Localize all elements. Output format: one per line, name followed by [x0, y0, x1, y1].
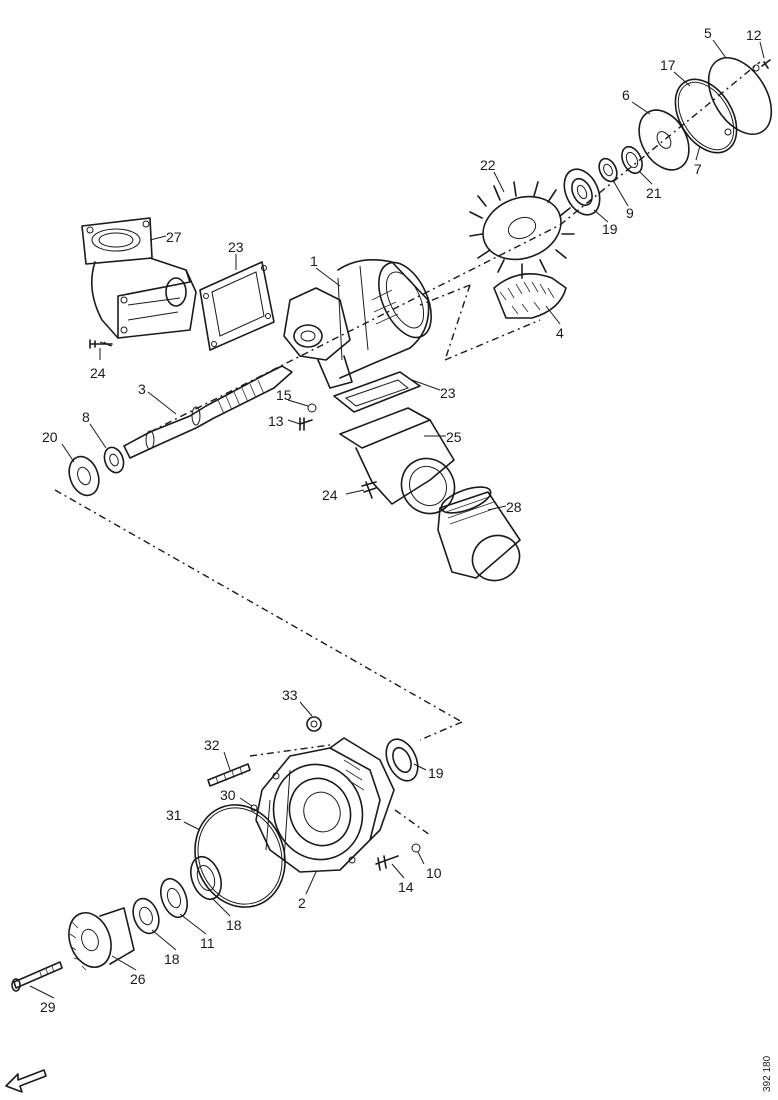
part-9-ring — [598, 157, 618, 183]
part-27-flange-elbow — [81, 217, 197, 339]
label-part-32: 32 — [204, 737, 220, 753]
part-13-screw — [299, 417, 313, 431]
figure-code: 392 180 — [762, 1055, 773, 1092]
part-17-o-ring — [674, 78, 738, 154]
part-18-bearing-right — [190, 855, 222, 901]
label-part-23-lower: 23 — [440, 385, 456, 401]
part-11-ring — [160, 877, 188, 919]
label-part-30: 30 — [220, 787, 236, 803]
label-part-7: 7 — [694, 161, 702, 177]
label-part-18-right: 18 — [226, 917, 242, 933]
part-19-bearing-upper — [563, 168, 601, 216]
part-26-drive-gear — [68, 907, 135, 971]
part-6-wear-plate — [638, 109, 690, 171]
part-12-screw — [761, 59, 771, 69]
label-part-26: 26 — [130, 971, 146, 987]
part-15-washer — [307, 403, 317, 413]
part-3-shaft — [123, 365, 293, 459]
part-33-nut — [306, 716, 322, 732]
part-4-cam — [493, 272, 567, 319]
part-24-screw-lower — [361, 481, 377, 499]
label-part-4: 4 — [556, 325, 564, 341]
label-part-31: 31 — [166, 807, 182, 823]
label-part-19-lower: 19 — [428, 765, 444, 781]
label-part-14: 14 — [398, 879, 414, 895]
label-part-10: 10 — [426, 865, 442, 881]
label-part-5: 5 — [704, 25, 712, 41]
label-part-33: 33 — [282, 687, 298, 703]
label-part-3: 3 — [138, 381, 146, 397]
label-part-22: 22 — [480, 157, 496, 173]
label-part-19-upper: 19 — [602, 221, 618, 237]
part-19-bearing-lower — [385, 738, 419, 782]
label-part-9: 9 — [626, 205, 634, 221]
part-14-screw — [375, 855, 399, 871]
label-part-2: 2 — [298, 895, 306, 911]
label-part-15: 15 — [276, 387, 292, 403]
part-22-impeller — [469, 181, 575, 279]
label-part-18-left: 18 — [164, 951, 180, 967]
leader-lines — [29, 39, 765, 999]
part-23-gasket-upper — [199, 261, 275, 351]
direction-arrow-icon — [5, 1069, 47, 1093]
part-24-screw-upper — [89, 339, 113, 349]
label-part-24-lower: 24 — [322, 487, 338, 503]
label-part-6: 6 — [622, 87, 630, 103]
label-part-29: 29 — [40, 999, 56, 1015]
label-part-21: 21 — [646, 185, 662, 201]
label-part-25: 25 — [446, 429, 462, 445]
part-1-pump-housing — [283, 259, 432, 389]
label-part-24-upper: 24 — [90, 365, 106, 381]
label-part-20: 20 — [42, 429, 58, 445]
label-part-23-upper: 23 — [228, 239, 244, 255]
part-29-bolt — [11, 961, 63, 992]
part-21-seal — [621, 145, 643, 175]
part-8-washer — [103, 446, 125, 474]
label-part-17: 17 — [660, 57, 676, 73]
part-31-o-ring — [194, 804, 286, 908]
label-part-28: 28 — [506, 499, 522, 515]
label-part-1: 1 — [310, 253, 318, 269]
part-labels: 5 12 17 6 7 21 9 19 22 4 27 23 1 24 3 15… — [40, 25, 762, 1015]
axis-lines — [54, 61, 761, 836]
label-part-8: 8 — [82, 409, 90, 425]
part-20-gear — [68, 455, 100, 497]
label-part-13: 13 — [268, 413, 284, 429]
part-28-hose — [437, 486, 521, 582]
part-2-drive-housing — [255, 737, 395, 873]
label-part-27: 27 — [166, 229, 182, 245]
part-10-washer — [411, 843, 421, 853]
label-part-11: 11 — [200, 935, 215, 951]
part-23-gasket-lower — [333, 371, 421, 413]
part-32-stud — [207, 763, 251, 787]
part-18-bearing-left — [132, 897, 160, 935]
part-5-cover — [707, 57, 773, 136]
label-part-12: 12 — [746, 27, 762, 43]
